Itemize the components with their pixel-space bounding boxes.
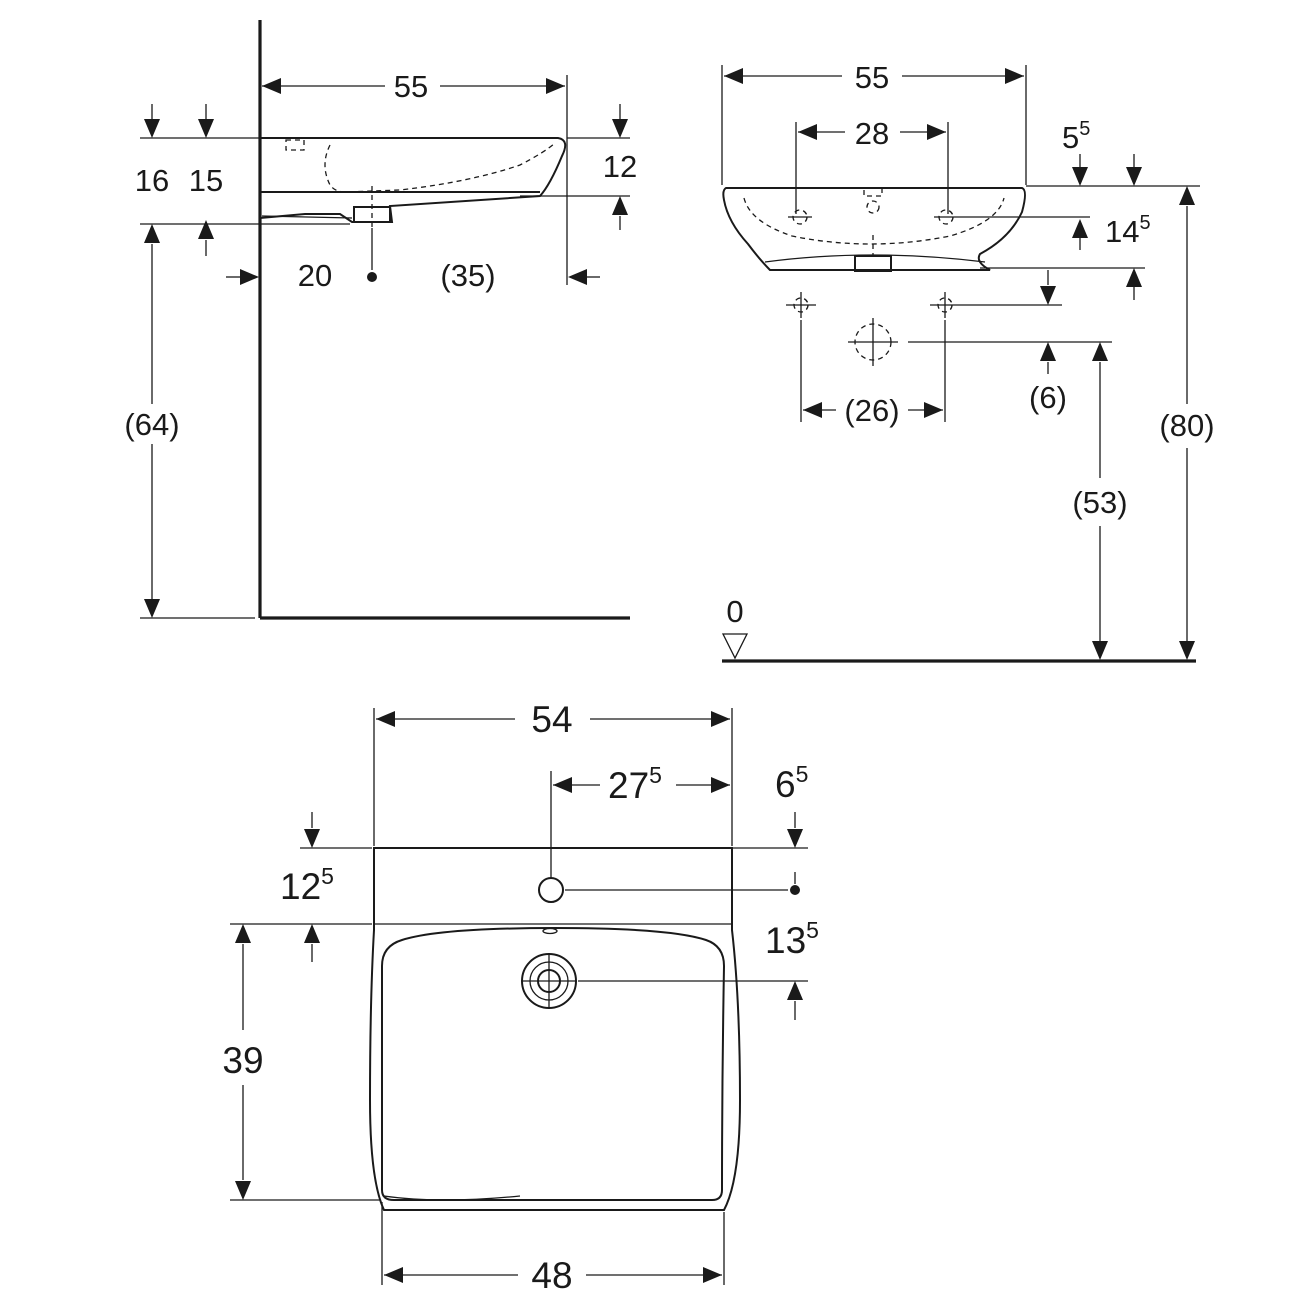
side-width-label: 55 [394, 69, 428, 104]
side-overall-height-dimension: 16 [135, 104, 169, 600]
front-rim-height-label: (80) [1159, 408, 1214, 443]
front-waste-height-label: (53) [1072, 485, 1127, 520]
top-tap-to-drain-label: 135 [765, 917, 819, 961]
floor-level-label: 0 [726, 594, 743, 629]
top-view: 54 275 65 125 [222, 699, 819, 1296]
front-supply-offset-label: (6) [1029, 380, 1067, 415]
top-tap-to-bowl-dimension: 125 [230, 812, 372, 962]
side-underside-height-label: (64) [124, 407, 179, 442]
top-bowl-width-dimension: 48 [381, 1202, 725, 1296]
front-rim-height-dimension: (80) [1159, 186, 1215, 660]
front-tap-spacing-label: 28 [855, 116, 889, 151]
top-outer-width-dimension: 54 [373, 699, 733, 846]
front-supply-spacing-dimension: (26) [800, 320, 946, 428]
top-tap-to-drain-dimension: 135 [765, 872, 819, 1020]
basin-front-profile [722, 187, 1090, 272]
front-supply-offset-dimension: (6) [1029, 270, 1067, 415]
top-bowl-depth-label: 39 [222, 1040, 263, 1081]
side-drain-position-dimension: 20 (35) [226, 228, 600, 293]
basin-top-outline [368, 847, 742, 1211]
top-bowl-width-label: 48 [531, 1255, 572, 1296]
side-view: 55 16 15 12 [110, 20, 637, 620]
floor-level-marker: 0 [721, 594, 1196, 663]
front-waste-height-dimension: (53) [1072, 342, 1128, 660]
top-outer-width-label: 54 [531, 699, 572, 740]
side-overall-height-label: 16 [135, 163, 169, 198]
drain-hole [521, 953, 808, 1009]
side-wall-offset-label: 20 [298, 258, 332, 293]
side-bowl-height-label: 15 [189, 163, 223, 198]
side-width-dimension: 55 [262, 69, 568, 285]
basin-top-bowl [381, 926, 726, 1201]
basin-side-profile [259, 137, 567, 228]
top-tap-offset-label: 275 [608, 762, 662, 806]
side-drain-to-front-label: (35) [440, 258, 495, 293]
front-rim-thickness-label: 55 [1062, 118, 1090, 155]
top-tap-to-bowl-label: 125 [280, 863, 334, 907]
front-body-height-dimension: 145 [980, 212, 1151, 300]
front-width-label: 55 [855, 60, 889, 95]
front-tap-spacing-dimension: 28 [795, 116, 949, 214]
side-rim-depth-dimension: 12 [603, 104, 637, 230]
side-rim-depth-label: 12 [603, 149, 637, 184]
front-width-dimension: 55 [721, 60, 1027, 185]
front-supply-spacing-label: (26) [844, 393, 899, 428]
top-back-depth-dimension: 65 [732, 761, 808, 849]
side-underside-height-dimension: (64) [110, 404, 255, 619]
top-bowl-depth-dimension: 39 [222, 924, 380, 1201]
front-body-height-label: 145 [1105, 212, 1151, 249]
supply-points [786, 292, 1112, 366]
front-view: 55 28 55 145 [721, 60, 1215, 663]
tap-hole [538, 771, 800, 903]
top-tap-offset-dimension: 275 [553, 762, 730, 806]
front-rim-thickness-dimension: 55 [1026, 118, 1200, 187]
side-bowl-height-dimension: 15 [189, 104, 223, 256]
top-back-depth-label: 65 [775, 761, 808, 805]
